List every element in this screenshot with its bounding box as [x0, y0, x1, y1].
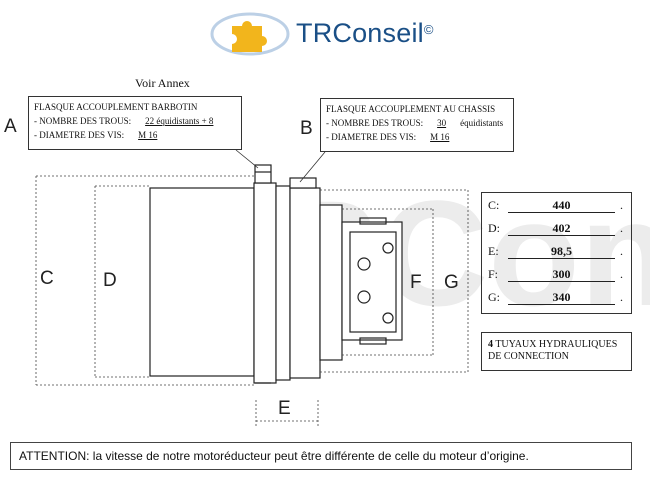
flange-barbotin-box: FLASQUE ACCOUPLEMENT BARBOTIN - NOMBRE D… — [28, 96, 242, 150]
voir-annex-label: Voir Annex — [135, 76, 190, 90]
brand-name: TRConseil© — [296, 17, 434, 48]
attention-notice: ATTENTION: la vitesse de notre motoréduc… — [10, 442, 632, 470]
dimension-row-c: C:440. — [488, 198, 623, 213]
dimensions-table: C:440. D:402. E:98,5. F:300. G:340. — [481, 192, 632, 314]
letter-f: F — [410, 272, 422, 293]
letter-c: C — [40, 268, 54, 289]
dimension-row-d: D:402. — [488, 221, 623, 236]
flange-chassis-diameter: - DIAMETRE DES VIS:M 16 — [326, 132, 450, 142]
letter-a: A — [4, 116, 17, 137]
flange-barbotin-title: FLASQUE ACCOUPLEMENT BARBOTIN — [34, 102, 198, 112]
dimension-lines — [35, 175, 469, 428]
dimension-row-f: F:300. — [488, 267, 623, 282]
flange-barbotin-diameter: - DIAMETRE DES VIS:M 16 — [34, 130, 158, 140]
flange-barbotin-holes: - NOMBRE DES TROUS:22 équidistants + 8 — [34, 116, 214, 126]
letter-e: E — [278, 398, 291, 419]
letter-g: G — [444, 272, 459, 293]
dimension-row-g: G:340. — [488, 290, 623, 305]
puzzle-icon — [210, 12, 290, 56]
brand-logo: TRConseil© — [210, 8, 434, 58]
dimension-row-e: E:98,5. — [488, 244, 623, 259]
letter-d: D — [103, 270, 117, 291]
letter-b: B — [300, 118, 313, 139]
leader-lines — [235, 149, 326, 183]
hydraulic-hoses-note: 4 TUYAUX HYDRAULIQUES DE CONNECTION — [481, 332, 632, 371]
flange-chassis-box: FLASQUE ACCOUPLEMENT AU CHASSIS - NOMBRE… — [320, 98, 514, 152]
flange-chassis-title: FLASQUE ACCOUPLEMENT AU CHASSIS — [326, 104, 496, 114]
motor-body — [149, 164, 403, 384]
